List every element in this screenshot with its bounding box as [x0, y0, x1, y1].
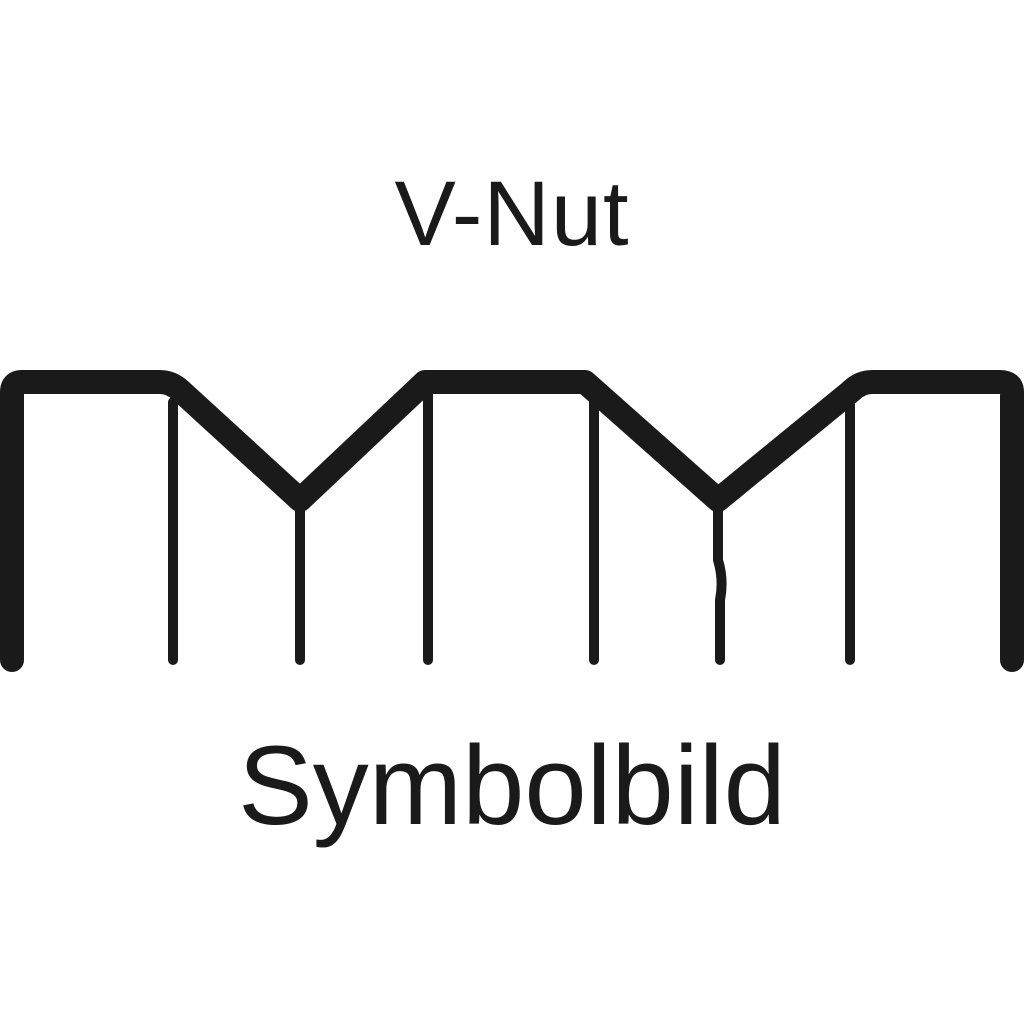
diagram-title: V-Nut — [394, 163, 630, 265]
panel-outline — [0, 370, 1024, 672]
web-line-5 — [713, 495, 727, 665]
diagram-caption: Symbolbild — [238, 723, 786, 848]
